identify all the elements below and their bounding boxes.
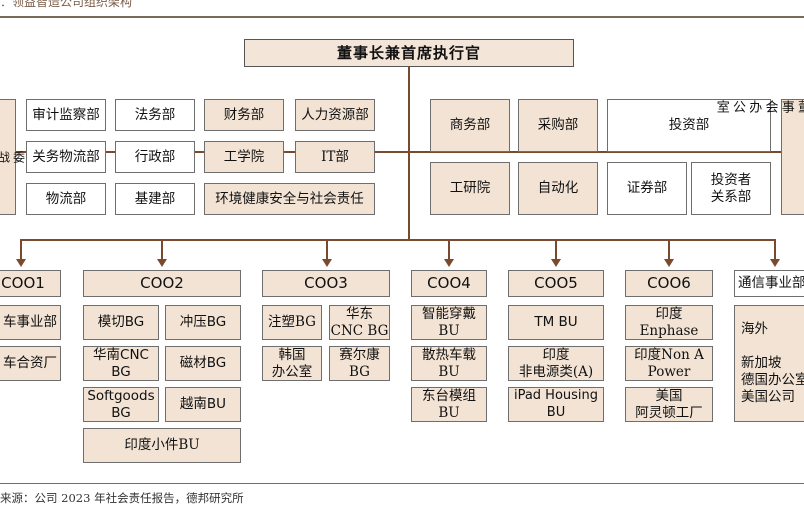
coo4-wearables: 智能穿戴 BU — [411, 305, 487, 340]
dept-admin: 行政部 — [115, 141, 195, 173]
coo5-india-non-power: 印度 非电源类(A) — [508, 346, 604, 381]
coo6-us-arlington: 美国 阿灵顿工厂 — [625, 387, 713, 422]
coo2-drop — [161, 239, 163, 261]
dept-logistics: 物流部 — [26, 183, 106, 215]
dept-ehs-csr: 环境健康安全与社会责任 — [204, 183, 375, 215]
figure-title: ：领益智造公司组织架构 — [0, 0, 133, 9]
coo2-vietnam: 越南BU — [165, 387, 241, 422]
telecom-drop — [774, 239, 776, 261]
bottom-rule — [0, 483, 804, 484]
coo6-arrow — [664, 259, 674, 267]
coo6-india-enphase: 印度 Enphase — [625, 305, 713, 340]
coo5-drop — [555, 239, 557, 261]
dept-automation: 自动化 — [518, 162, 598, 215]
ceo-stem — [408, 67, 410, 240]
coo3-drop — [326, 239, 328, 261]
coo1-arrow — [16, 259, 26, 267]
coo-bus — [20, 239, 776, 241]
dept-infrastructure: 基建部 — [115, 183, 195, 215]
coo1-header: COO1 — [0, 270, 61, 297]
coo2-india-small-parts: 印度小件BU — [83, 428, 241, 463]
dept-investor-relations: 投资者 关系部 — [691, 162, 771, 215]
coo2-stamping: 冲压BG — [165, 305, 241, 340]
coo1-auto-jv: 车合资厂 — [0, 346, 61, 381]
coo3-header: COO3 — [262, 270, 390, 297]
coo4-dongtai-module: 东台模组 BU — [411, 387, 487, 422]
coo2-arrow — [157, 259, 167, 267]
coo2-die-cutting: 模切BG — [83, 305, 159, 340]
dept-securities: 证券部 — [607, 162, 687, 215]
coo4-header: COO4 — [411, 270, 487, 297]
telecom-overseas: 海外 新加坡 德国办公室 美国公司 — [734, 305, 804, 422]
coo6-header: COO6 — [625, 270, 713, 297]
coo4-arrow — [444, 259, 454, 267]
dept-business: 商务部 — [430, 99, 510, 152]
left-edge-box: 委 战 秘 — [0, 99, 26, 215]
dept-research-institute: 工研院 — [430, 162, 510, 215]
dept-customs-logistics: 关务物流部 — [26, 141, 106, 173]
top-rule — [0, 16, 804, 18]
dept-audit: 审计监察部 — [26, 99, 106, 131]
coo4-thermal-auto: 散热车载 BU — [411, 346, 487, 381]
telecom-header: 通信事业部 — [734, 270, 804, 297]
dept-engineering-school: 工学院 — [204, 141, 284, 173]
coo3-injection: 注塑BG — [262, 305, 322, 340]
dept-finance: 财务部 — [204, 99, 284, 131]
coo5-header: COO5 — [508, 270, 604, 297]
coo2-south-cnc: 华南CNC BG — [83, 346, 159, 381]
coo6-india-non-a-power: 印度Non A Power — [625, 346, 713, 381]
dept-it: IT部 — [295, 141, 375, 173]
coo2-header: COO2 — [83, 270, 241, 297]
coo3-korea-office: 韩国 办公室 — [262, 346, 322, 381]
dept-procurement: 采购部 — [518, 99, 598, 152]
coo5-arrow — [551, 259, 561, 267]
coo3-arrow — [322, 259, 332, 267]
board-office-box: 董 事 会 办 公 室 — [714, 99, 804, 215]
coo3-east-cnc: 华东 CNC BG — [329, 305, 390, 340]
coo4-drop — [448, 239, 450, 261]
coo2-magnetic: 磁材BG — [165, 346, 241, 381]
dept-investment: 投资部 — [607, 99, 771, 152]
coo2-softgoods: Softgoods BG — [83, 387, 159, 422]
coo5-tm: TM BU — [508, 305, 604, 340]
coo3-salcomp: 赛尔康 BG — [329, 346, 390, 381]
coo5-ipad-housing: iPad Housing BU — [508, 387, 604, 422]
coo1-drop — [20, 239, 22, 261]
source-note: 来源：公司 2023 年社会责任报告，德邦研究所 — [0, 491, 244, 505]
ceo-box: 董事长兼首席执行官 — [244, 39, 574, 67]
dept-hr: 人力资源部 — [295, 99, 375, 131]
telecom-arrow — [770, 259, 780, 267]
coo6-drop — [668, 239, 670, 261]
dept-bus — [12, 151, 782, 153]
coo1-auto-division: 车事业部 — [0, 305, 61, 340]
dept-legal: 法务部 — [115, 99, 195, 131]
